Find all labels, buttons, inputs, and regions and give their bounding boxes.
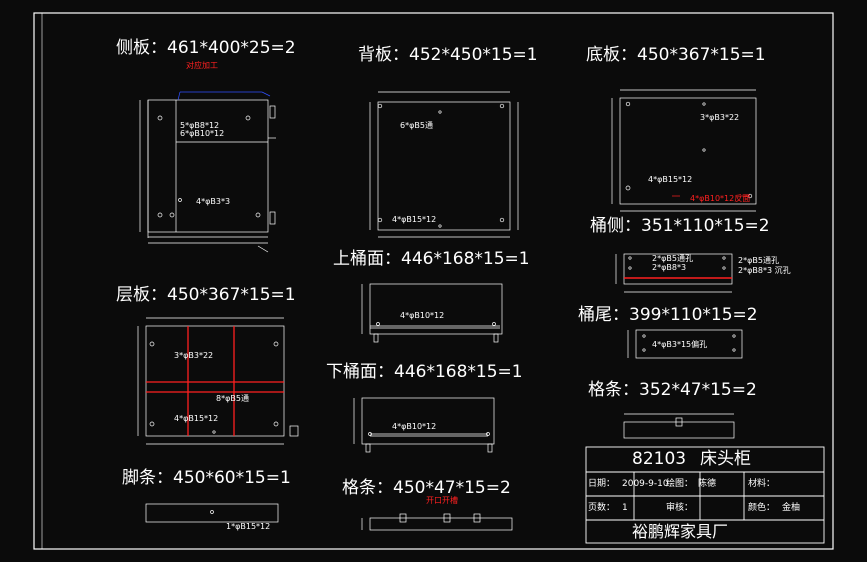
- drawer-tail-title: 桶尾：399*110*15=2: [578, 305, 758, 325]
- foot-strip-holes-a: 1*φB15*12: [226, 522, 271, 531]
- title-block-lines: [585, 446, 825, 544]
- foot-strip-drawing: [145, 503, 279, 523]
- color-value: 金柚: [782, 503, 801, 513]
- bottom-panel-title: 底板：450*367*15=1: [586, 45, 766, 65]
- date-value: 2009-9-10: [622, 479, 669, 489]
- drawer-bottom-holes-a: 4*φB10*12: [392, 422, 437, 431]
- drawer-top-drawing: [361, 283, 503, 343]
- drawer-side-drawing: [615, 253, 733, 293]
- small-strip-drawing: [623, 413, 735, 439]
- layer-panel-title: 层板：450*367*15=1: [116, 285, 296, 305]
- foot-strip-title: 脚条：450*60*15=1: [122, 468, 291, 488]
- drawer-tail-drawing: [627, 329, 743, 359]
- layer-panel-drawing: [137, 317, 299, 445]
- bottom-panel-holes-b: 4*φB15*12: [648, 175, 693, 184]
- layer-panel-holes-c: 4*φB15*12: [174, 414, 219, 423]
- back-panel-holes-b: 4*φB15*12: [392, 215, 437, 224]
- layer-panel-holes-b: 8*φB5通: [216, 394, 249, 403]
- material-label: 材料：: [748, 479, 776, 489]
- company-name: 裕鹏辉家具厂: [632, 522, 729, 541]
- drawer-side-holes-a: 2*φB5通孔: [652, 254, 693, 263]
- layer-panel-holes-a: 3*φB3*22: [174, 351, 214, 360]
- small-strip-title: 格条：352*47*15=2: [588, 380, 757, 400]
- drawer-side-holes-b: 2*φB8*3: [652, 263, 687, 272]
- date-label: 日期：: [588, 479, 616, 489]
- side-panel-title: 侧板：461*400*25=2: [116, 38, 296, 58]
- bottom-panel-holes-c: 4*φB10*12反面: [690, 194, 751, 203]
- strip-note: 开口开槽: [426, 496, 458, 505]
- side-panel-note: 对应加工: [186, 61, 218, 70]
- drafter-label: 绘图：: [666, 479, 694, 489]
- back-panel-drawing: [369, 91, 519, 238]
- drawing-name: 床头柜: [700, 449, 751, 469]
- strip-drawing: [361, 513, 513, 531]
- side-panel-holes-a: 5*φB8*12: [180, 121, 220, 130]
- drawer-top-title: 上桶面：446*168*15=1: [333, 249, 530, 269]
- strip-title: 格条：450*47*15=2: [342, 478, 511, 498]
- bottom-panel-holes-a: 3*φB3*22: [700, 113, 740, 122]
- pages-label: 页数：: [588, 503, 616, 513]
- bottom-panel-drawing: [611, 89, 757, 212]
- drawer-side-title: 桶侧：351*110*15=2: [590, 216, 770, 236]
- back-panel-title: 背板：452*450*15=1: [358, 45, 538, 65]
- drawer-top-holes-a: 4*φB10*12: [400, 311, 445, 320]
- drafter-value: 陈德: [698, 479, 717, 489]
- checker-label: 审核：: [666, 503, 694, 513]
- drawer-tail-holes-a: 4*φB3*15偏孔: [652, 340, 708, 349]
- side-panel-holes-b: 6*φB10*12: [180, 129, 225, 138]
- drawing-code: 82103: [632, 449, 687, 469]
- side-panel-holes-c: 4*φB3*3: [196, 197, 231, 206]
- drawer-bottom-title: 下桶面：446*168*15=1: [326, 362, 523, 382]
- back-panel-holes-a: 6*φB5通: [400, 121, 433, 130]
- drawer-bottom-drawing: [353, 397, 495, 453]
- drawer-side-holes-c: 2*φB5通孔: [738, 256, 779, 265]
- color-label: 颜色：: [748, 503, 776, 513]
- side-panel-drawing: [139, 91, 276, 253]
- drawer-side-holes-d: 2*φB8*3 沉孔: [738, 266, 791, 275]
- pages-value: 1: [622, 503, 628, 513]
